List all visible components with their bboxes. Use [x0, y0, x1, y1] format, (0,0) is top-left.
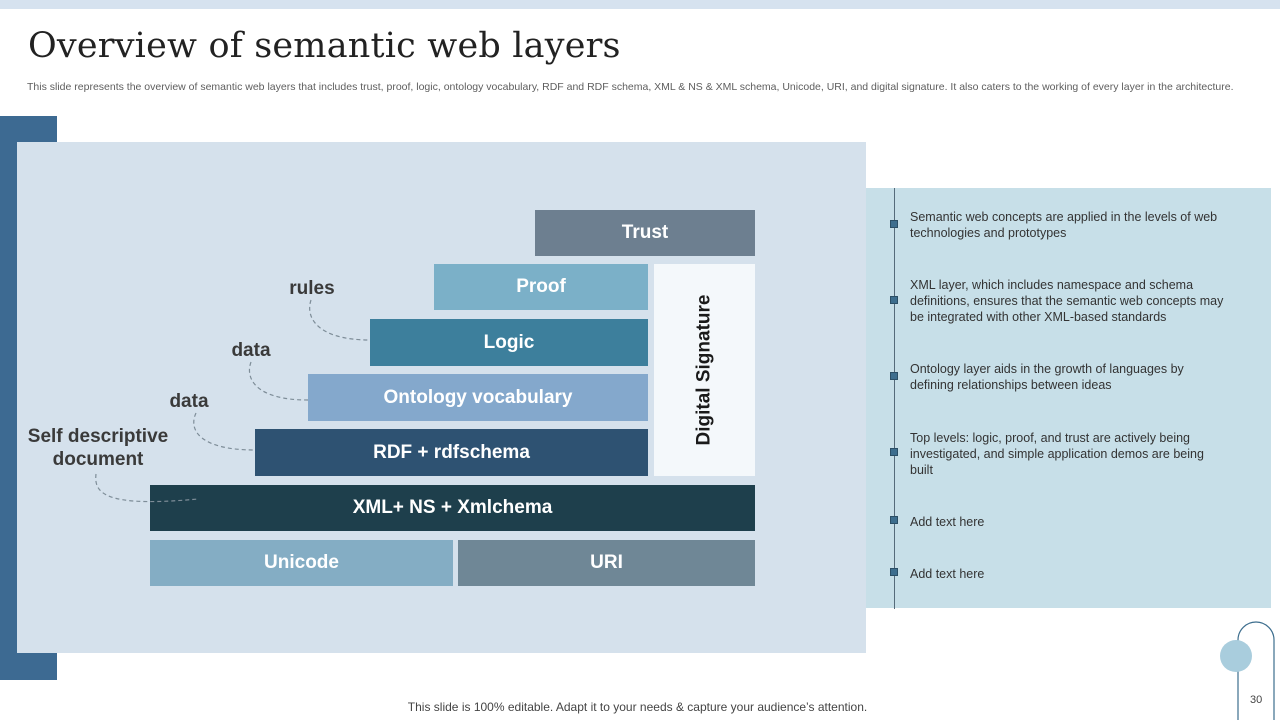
page-number: 30 [1250, 694, 1263, 706]
layer-digital-signature-label: Digital Signature [693, 294, 715, 446]
notes-panel [866, 188, 1271, 608]
note-text-6: Add text here [910, 567, 985, 581]
note-text-1: Semantic web concepts are applied in the… [910, 210, 1218, 240]
annotation-self-descriptive-document: Self descriptive document [27, 426, 169, 470]
layer-rdf: RDF + rdfschema [255, 429, 648, 476]
layer-uri: URI [458, 540, 755, 586]
layer-unicode-label: Unicode [264, 552, 339, 573]
decorative-arc [1237, 621, 1275, 720]
layer-ontology-vocabulary-label: Ontology vocabulary [383, 386, 573, 408]
annotation-data-lower: data [169, 391, 209, 412]
layer-digital-signature: Digital Signature [654, 264, 755, 476]
note-marker-2 [890, 296, 898, 304]
layer-uri-label: URI [590, 552, 623, 573]
layer-proof-label: Proof [516, 276, 566, 297]
note-text-2: XML layer, which includes namespace and … [910, 278, 1224, 324]
note-marker-4 [890, 448, 898, 456]
footer-note: This slide is 100% editable. Adapt it to… [407, 700, 868, 714]
note-marker-6 [890, 568, 898, 576]
layer-xml: XML+ NS + Xmlchema [150, 485, 755, 531]
layer-trust: Trust [535, 210, 755, 256]
page-title: Overview of semantic web layers [28, 26, 621, 66]
layer-ontology-vocabulary: Ontology vocabulary [308, 374, 648, 421]
decorative-circle [1220, 640, 1252, 672]
page-subtitle: This slide represents the overview of se… [27, 81, 1234, 93]
note-marker-1 [890, 220, 898, 228]
layer-rdf-label: RDF + rdfschema [373, 441, 530, 463]
note-text-5: Add text here [910, 515, 985, 529]
layer-unicode: Unicode [150, 540, 453, 586]
layer-logic-label: Logic [483, 331, 535, 353]
top-accent-strip [0, 0, 1280, 9]
note-marker-5 [890, 516, 898, 524]
notes-timeline-line [894, 188, 895, 609]
annotation-data-upper: data [231, 340, 271, 361]
layer-xml-label: XML+ NS + Xmlchema [352, 497, 553, 518]
layer-trust-label: Trust [621, 222, 669, 243]
note-text-3: Ontology layer aids in the growth of lan… [910, 362, 1184, 392]
layer-logic: Logic [370, 319, 648, 366]
annotation-rules: rules [289, 278, 335, 299]
note-marker-3 [890, 372, 898, 380]
note-text-4: Top levels: logic, proof, and trust are … [910, 431, 1204, 477]
layer-proof: Proof [434, 264, 648, 310]
